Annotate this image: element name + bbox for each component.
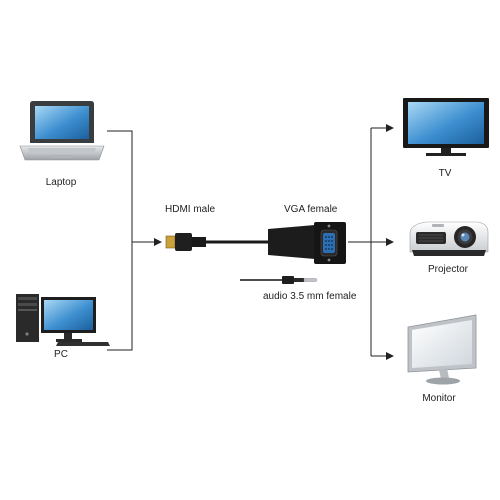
- desktop-pc-icon: [16, 294, 110, 346]
- audio-label: audio 3.5 mm female: [263, 291, 357, 302]
- source-label-laptop: Laptop: [46, 177, 77, 188]
- output-label-monitor: Monitor: [422, 393, 456, 404]
- source-label-pc: PC: [54, 349, 68, 360]
- audio-cable: [240, 276, 318, 284]
- hdmi-male-connector: [165, 233, 206, 251]
- hdmi-male-label: HDMI male: [165, 204, 215, 215]
- input-connector-lines: [107, 130, 162, 351]
- output-connector-lines: [348, 124, 394, 360]
- output-label-projector: Projector: [428, 264, 469, 275]
- projector-icon: [409, 221, 489, 256]
- monitor-icon: [407, 314, 477, 385]
- vga-adapter-box: [268, 222, 346, 264]
- vga-female-label: VGA female: [284, 204, 338, 215]
- tv-icon: [403, 98, 489, 156]
- laptop-icon: [19, 101, 105, 161]
- output-label-tv: TV: [439, 168, 452, 179]
